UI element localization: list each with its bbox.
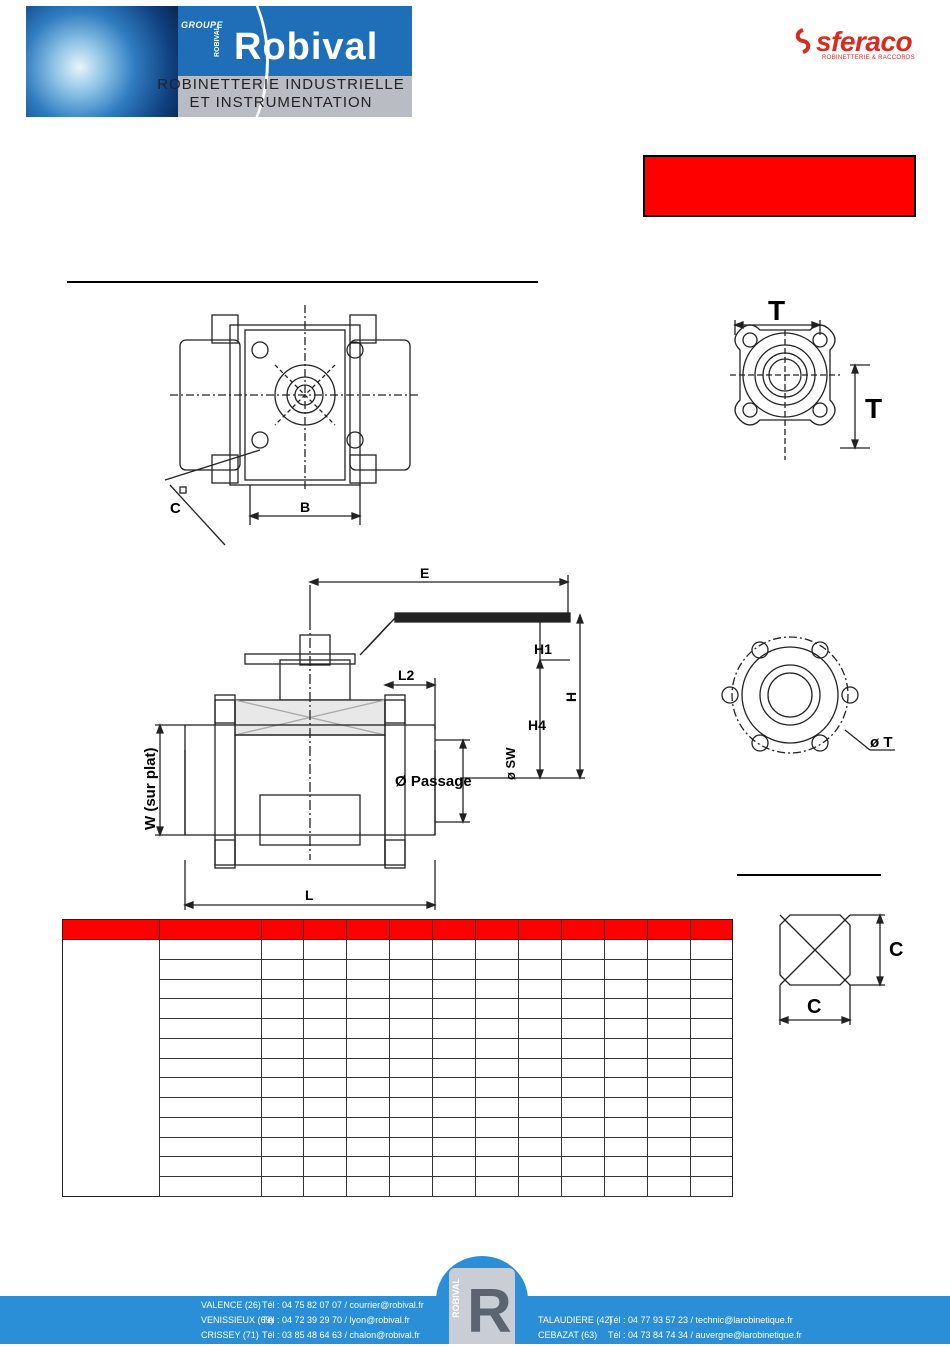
dim-c-top: C [170,500,181,517]
table-row-divider [159,1136,732,1138]
sferaco-tagline: ROBINETTERIE & RACCORDS [822,55,915,61]
banner-tagline-2: ET INSTRUMENTATION [189,94,373,111]
table-row-divider [159,1176,732,1178]
dim-h: H [563,692,579,702]
table-row-divider [159,1037,732,1039]
table-row-divider [159,1196,732,1197]
dim-sw: ø SW [503,747,518,780]
footer-contact-talaudiere: Tél : 04 77 93 57 23 / technic@larobinet… [608,1315,793,1325]
flange-round-drawing: ø T [721,636,895,754]
stem-dim-c-side: C [889,939,903,961]
dim-b: B [300,499,310,515]
dim-l: L [305,887,314,903]
table-row-divider [159,1097,732,1099]
table-row-divider [159,1156,732,1158]
sferaco-logo-text: sferaco [816,26,913,57]
footer-city-crissey: CRISSEY (71) [201,1330,259,1340]
footer-city-cebazat: CEBAZAT (63) [538,1330,598,1340]
table-row-divider [159,1116,732,1118]
banner-circle-edge [96,6,269,117]
dim-h4: H4 [528,717,546,733]
table-row-divider [159,1018,732,1020]
table-row-divider [159,1057,732,1059]
banner-tagline-1: ROBINETTERIE INDUSTRIELLE [157,76,405,93]
dim-h1: H1 [534,641,552,657]
section-rule [67,281,538,283]
dim-passage: Ø Passage [395,773,472,790]
side-view-drawing: E H1 L2 H H4 ø SW Ø Passage W (sur plat)… [142,565,585,910]
table-row-divider [159,998,732,1000]
table-row-divider [159,1077,732,1079]
footer-city-venissieux: VENISSIEUX (69) [201,1315,274,1325]
footer-contact-valence: Tél : 04 75 82 07 07 / courrier@robival.… [262,1300,424,1310]
flange-dim-t-side: T [865,393,882,424]
flange-dim-t-top: T [768,295,785,326]
banner-robival-vertical: ROBIVAL [214,26,221,57]
dim-e: E [420,565,429,581]
banner-groupe-label: GROUPE [181,20,224,30]
title-red-box [643,155,916,217]
footer-city-talaudiere: TALAUDIERE (42) [538,1315,613,1325]
footer-contact-cebazat: Tél : 04 73 84 74 34 / auvergne@larobine… [608,1330,802,1340]
footer-contact-venissieux: Tél : 04 72 39 29 70 / lyon@robival.fr [262,1315,410,1325]
table-header-row [63,920,732,939]
footer-robival-r-icon: R ROBIVAL [449,1268,515,1346]
flange-square-drawing: T T [730,295,882,460]
sferaco-swirl-icon [795,28,811,54]
section-rule-small [737,874,881,876]
robival-logo-text: Robival [234,26,379,68]
footer-logo-text: ROBIVAL [451,1278,461,1318]
footer-contact-crissey: Tél : 03 85 48 64 63 / chalon@robival.fr [262,1330,420,1340]
dim-w: W (sur plat) [142,748,159,831]
table-row-divider [159,978,732,980]
table-row-divider [159,958,732,960]
flange-dim-round-t: ø T [870,734,893,751]
stem-dim-c-bottom: C [807,996,821,1018]
dim-l2: L2 [398,667,415,683]
table-row-divider [63,939,732,940]
dimension-table [62,919,733,1197]
robival-banner: GROUPE ROBIVAL Robival ROBINETTERIE INDU… [26,6,412,117]
stem-square-drawing: C C [778,913,903,1025]
footer-city-valence: VALENCE (26) [201,1300,261,1310]
top-view-drawing: C B [164,305,420,546]
